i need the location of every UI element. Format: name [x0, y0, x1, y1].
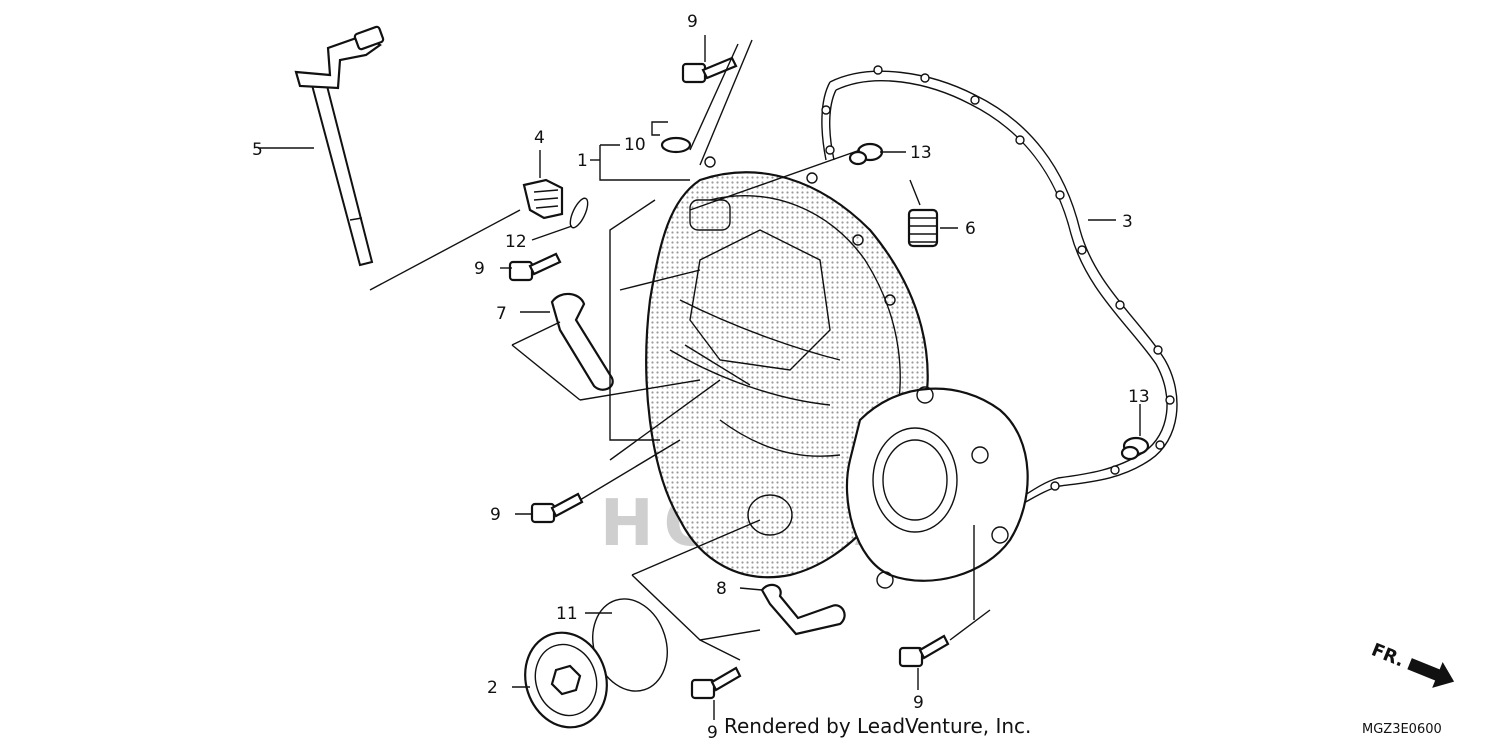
dowel-pin-lower[interactable] — [1120, 436, 1150, 461]
credit-text: Rendered by LeadVenture, Inc. — [724, 714, 1031, 738]
callout-5: 5 — [252, 140, 263, 160]
callout-10: 10 — [624, 135, 646, 155]
oil-pipe[interactable] — [294, 25, 385, 267]
stay-7[interactable] — [550, 292, 614, 391]
diagram-code: MGZ3E0600 — [1362, 722, 1442, 737]
dowel-pin-upper[interactable] — [848, 142, 884, 166]
stay-8[interactable] — [760, 583, 846, 636]
callout-9-bottom-left: 9 — [707, 723, 718, 743]
washer-10[interactable] — [660, 136, 692, 154]
front-label: FR. — [1368, 639, 1407, 671]
callout-12: 12 — [505, 232, 527, 252]
bolt-left-lower[interactable] — [530, 492, 584, 524]
callout-7: 7 — [496, 304, 507, 324]
callout-9-left-upper: 9 — [474, 259, 485, 279]
callout-3: 3 — [1122, 212, 1133, 232]
callout-1: 1 — [577, 151, 588, 171]
callout-9-left-lower: 9 — [490, 505, 501, 525]
callout-6: 6 — [965, 219, 976, 239]
bolt-bottom-right[interactable] — [898, 634, 950, 668]
callout-9-top: 9 — [687, 12, 698, 32]
bolt-left-upper[interactable] — [508, 252, 562, 282]
callout-9-bottom-right: 9 — [913, 693, 924, 713]
cover-cap[interactable] — [513, 622, 619, 738]
callout-2: 2 — [487, 678, 498, 698]
callout-13-lower: 13 — [1128, 387, 1150, 407]
front-arrow: FR. — [1368, 639, 1455, 688]
callout-13-upper: 13 — [910, 143, 932, 163]
callout-11: 11 — [556, 604, 578, 624]
bolt-top[interactable] — [681, 56, 738, 84]
bolt-bottom-left[interactable] — [690, 666, 742, 700]
callout-8: 8 — [716, 579, 727, 599]
filler-cap[interactable] — [522, 178, 564, 220]
clutch-cover[interactable] — [645, 156, 1029, 589]
o-ring-12[interactable] — [567, 196, 591, 230]
spring[interactable] — [907, 208, 939, 248]
gasket[interactable] — [821, 65, 1178, 506]
callout-4: 4 — [534, 128, 545, 148]
leader-lines — [258, 35, 1141, 720]
